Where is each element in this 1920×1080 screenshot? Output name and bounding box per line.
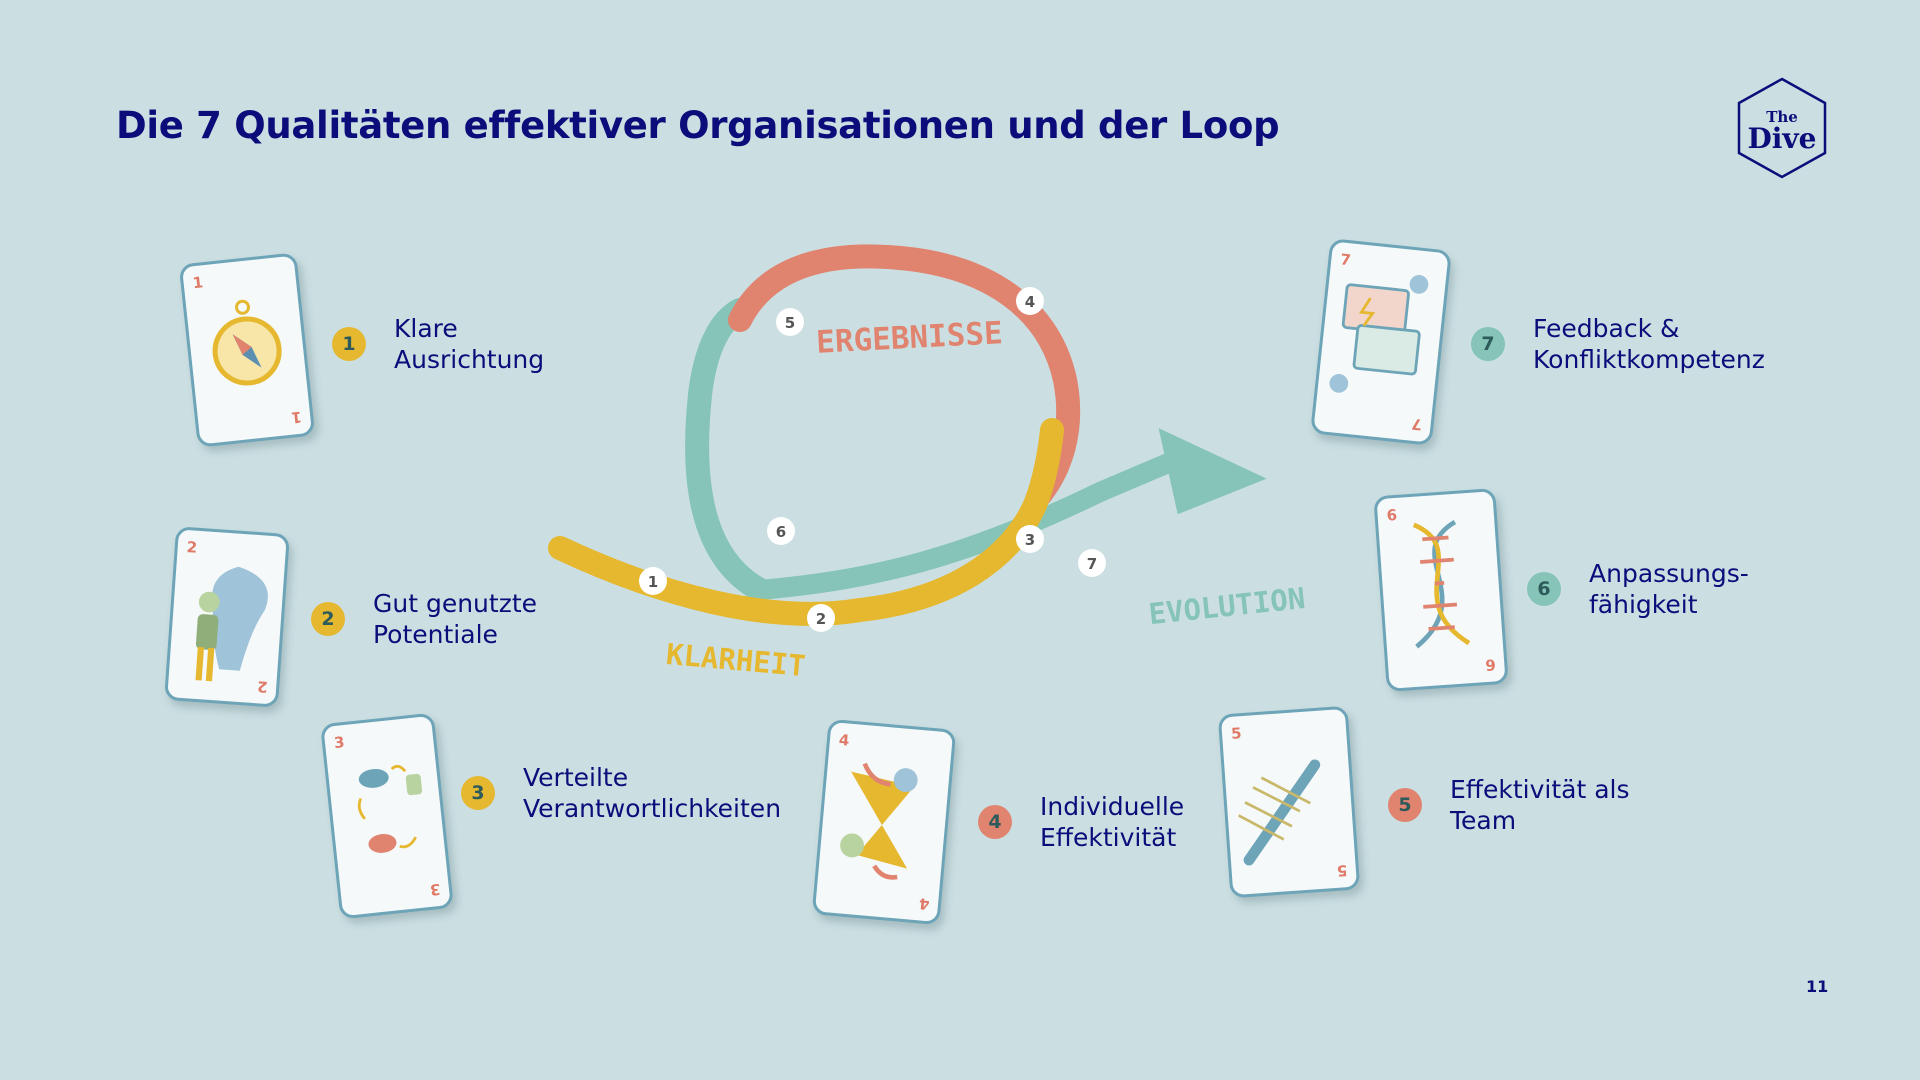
loop-red-arc xyxy=(728,244,1081,507)
logo-line2: Dive xyxy=(1747,122,1816,155)
hats-cycle-icon xyxy=(357,764,423,853)
loop-marker-7: 7 xyxy=(1078,549,1106,577)
loop-marker-5: 5 xyxy=(776,308,804,336)
quality-badge-7: 7 xyxy=(1471,327,1505,361)
the-dive-logo: The Dive xyxy=(1737,77,1827,179)
klarheit-label: KLARHEIT xyxy=(665,637,807,683)
quality-badge-6: 6 xyxy=(1527,572,1561,606)
quality-label-7: Feedback &Konfliktkompetenz xyxy=(1533,314,1765,374)
quality-badge-5: 5 xyxy=(1388,788,1422,822)
quality-badge-4: 4 xyxy=(978,805,1012,839)
logo-line1: The xyxy=(1766,108,1798,126)
dna-icon xyxy=(1412,519,1471,649)
loop-marker-1: 1 xyxy=(639,567,667,595)
loop-marker-3: 3 xyxy=(1016,525,1044,553)
svg-text:3: 3 xyxy=(1025,531,1035,549)
evolution-label: EVOLUTION xyxy=(1147,581,1307,631)
speech-bubbles-icon xyxy=(1329,275,1429,393)
evolution-arrow xyxy=(750,448,1190,600)
quality-item-7: 7 Feedback &Konfliktkompetenz xyxy=(1471,313,1765,375)
quality-badge-2: 2 xyxy=(311,602,345,636)
svg-text:6: 6 xyxy=(776,523,786,541)
quality-badge-3: 3 xyxy=(461,776,495,810)
loop-marker-2: 2 xyxy=(807,604,835,632)
quality-badge-1: 1 xyxy=(332,327,366,361)
page-number: 11 xyxy=(1806,977,1829,996)
hourglass-people-icon xyxy=(840,762,918,880)
loop-diagram: ERGEBNISSE KLARHEIT EVOLUTION 1 2 3 4 5 … xyxy=(548,244,1307,683)
loop-marker-4: 4 xyxy=(1016,287,1044,315)
rowing-boat-icon xyxy=(1238,759,1321,866)
svg-text:7: 7 xyxy=(1087,555,1097,573)
quality-item-6: 6 Anpassungs-fähigkeit xyxy=(1527,558,1749,620)
compass-icon xyxy=(212,299,282,386)
evolution-arrowhead-icon xyxy=(1158,428,1267,515)
loop-teal-arc xyxy=(685,298,772,602)
quality-label-6: Anpassungs-fähigkeit xyxy=(1589,559,1749,619)
svg-text:1: 1 xyxy=(648,573,658,591)
loop-yellow-stroke xyxy=(548,418,1064,626)
ergebnisse-label: ERGEBNISSE xyxy=(815,315,1003,361)
page-title: Die 7 Qualitäten effektiver Organisation… xyxy=(116,104,1280,147)
svg-text:5: 5 xyxy=(785,314,795,332)
loop-marker-6: 6 xyxy=(767,517,795,545)
person-shadow-icon xyxy=(195,566,268,682)
svg-text:2: 2 xyxy=(816,610,826,628)
svg-text:4: 4 xyxy=(1025,293,1035,311)
